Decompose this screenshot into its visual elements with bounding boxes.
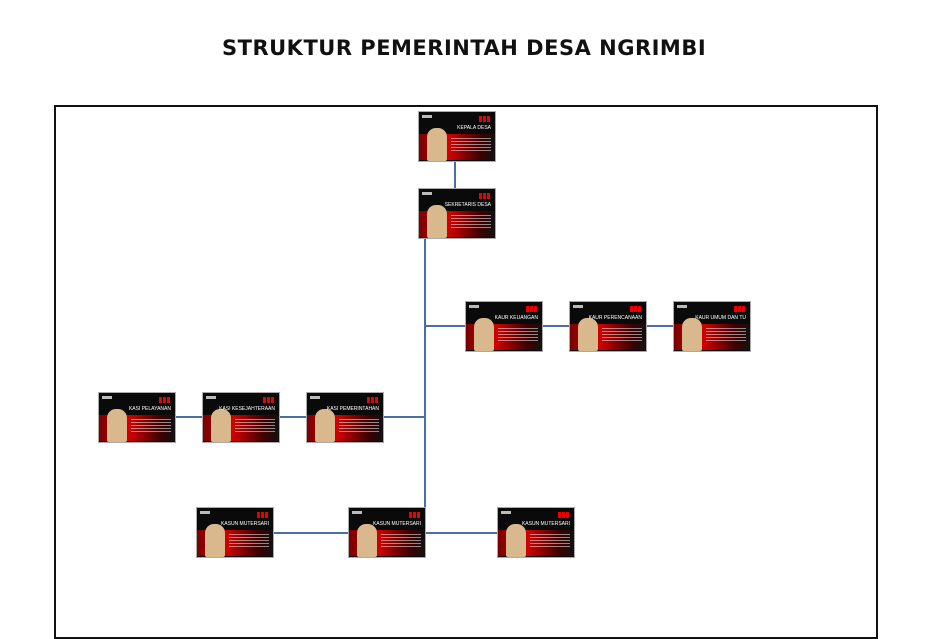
person-photo — [506, 524, 526, 557]
org-card: KASUN MUTERSARI — [497, 507, 575, 558]
connector — [384, 416, 425, 418]
accent-bars-icon — [558, 512, 570, 518]
org-card: KEPALA DESA — [418, 111, 496, 162]
org-card: KASUN MUTERSARI — [196, 507, 274, 558]
logo-icon — [501, 511, 511, 514]
card-info-text — [498, 328, 538, 342]
person-photo — [357, 524, 377, 557]
chart-frame — [54, 105, 878, 639]
accent-bars-icon — [159, 397, 171, 403]
connector — [543, 325, 569, 327]
person-photo — [211, 409, 231, 442]
logo-icon — [422, 115, 432, 118]
logo-icon — [469, 305, 479, 308]
card-info-text — [235, 419, 275, 433]
org-card: KASUN MUTERSARI — [348, 507, 426, 558]
connector — [426, 532, 497, 534]
card-info-text — [530, 534, 570, 548]
logo-icon — [310, 396, 320, 399]
logo-icon — [422, 192, 432, 195]
person-photo — [427, 205, 447, 238]
person-photo — [578, 318, 598, 351]
accent-bars-icon — [257, 512, 269, 518]
org-card: KAUR UMUM DAN TU — [673, 301, 751, 352]
accent-bars-icon — [526, 306, 538, 312]
logo-icon — [200, 511, 210, 514]
org-card: KASI PEMERINTAHAN — [306, 392, 384, 443]
connector — [176, 416, 202, 418]
person-photo — [107, 409, 127, 442]
org-card: KAUR PERENCANAAN — [569, 301, 647, 352]
org-card: KAUR KEUANGAN — [465, 301, 543, 352]
role-label: KASI PEMERINTAHAN — [326, 406, 379, 412]
role-label: KAUR UMUM DAN TU — [695, 315, 746, 321]
card-info-text — [381, 534, 421, 548]
accent-bars-icon — [409, 512, 421, 518]
logo-icon — [206, 396, 216, 399]
person-photo — [427, 128, 447, 161]
role-label: KASI KESEJAHTERAAN — [219, 406, 275, 412]
role-label: KASI PELAYANAN — [128, 406, 171, 412]
person-photo — [474, 318, 494, 351]
chart-title: STRUKTUR PEMERINTAH DESA NGRIMBI — [222, 36, 707, 60]
role-label: KASUN MUTERSARI — [372, 521, 421, 527]
org-card: KASI KESEJAHTERAAN — [202, 392, 280, 443]
logo-icon — [102, 396, 112, 399]
person-photo — [682, 318, 702, 351]
person-photo — [315, 409, 335, 442]
connector — [280, 416, 306, 418]
card-info-text — [602, 328, 642, 342]
logo-icon — [352, 511, 362, 514]
role-label: KAUR KEUANGAN — [494, 315, 538, 321]
card-info-text — [229, 534, 269, 548]
logo-icon — [677, 305, 687, 308]
logo-icon — [573, 305, 583, 308]
connector — [425, 325, 465, 327]
role-label: KAUR PERENCANAAN — [588, 315, 642, 321]
accent-bars-icon — [479, 116, 491, 122]
accent-bars-icon — [630, 306, 642, 312]
card-info-text — [451, 215, 491, 229]
org-card: KASI PELAYANAN — [98, 392, 176, 443]
accent-bars-icon — [263, 397, 275, 403]
role-label: KASUN MUTERSARI — [521, 521, 570, 527]
card-info-text — [706, 328, 746, 342]
org-card: SEKRETARIS DESA — [418, 188, 496, 239]
card-info-text — [131, 419, 171, 433]
role-label: KEPALA DESA — [457, 125, 491, 131]
connector — [424, 238, 426, 508]
person-photo — [205, 524, 225, 557]
connector — [647, 325, 673, 327]
accent-bars-icon — [734, 306, 746, 312]
connector — [454, 162, 456, 188]
accent-bars-icon — [479, 193, 491, 199]
role-label: KASUN MUTERSARI — [220, 521, 269, 527]
accent-bars-icon — [367, 397, 379, 403]
connector — [274, 532, 348, 534]
card-info-text — [451, 138, 491, 152]
card-info-text — [339, 419, 379, 433]
role-label: SEKRETARIS DESA — [444, 202, 491, 208]
